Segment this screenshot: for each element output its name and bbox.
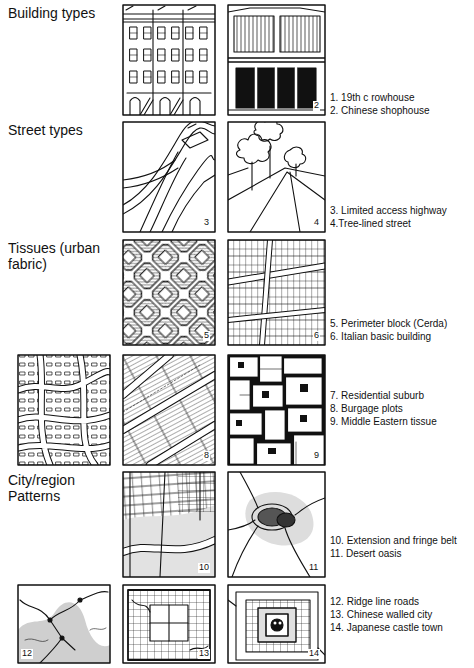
caption-text: 1. 19th c rowhouse (330, 92, 415, 104)
callout-number: 9 (313, 451, 320, 461)
callout-number: 6 (313, 331, 320, 341)
caption-text: 7. Residential suburb (330, 390, 424, 402)
callout-number: 11 (308, 563, 319, 573)
callout-number: 12 (21, 649, 33, 659)
caption-text: 9. Middle Eastern tissue (330, 416, 437, 428)
caption-text: 5. Perimeter block (Cerda) (330, 318, 447, 330)
callout-number: 14 (308, 649, 320, 659)
callout-number: 5 (203, 331, 210, 341)
caption-text: 14. Japanese castle town (330, 622, 443, 634)
section-heading: City/region Patterns (8, 472, 116, 504)
callout-number: 4 (313, 218, 320, 228)
caption-text: 11. Desert oasis (330, 548, 402, 560)
caption-text: 13. Chinese walled city (330, 609, 432, 621)
callout-number: 3 (203, 218, 210, 228)
section-heading: Building types (8, 5, 116, 21)
caption-text: 2. Chinese shophouse (330, 105, 430, 117)
section-heading: Street types (8, 122, 116, 138)
caption-text: 6. Italian basic building (330, 331, 431, 343)
callout-number: 8 (203, 451, 210, 461)
callout-number: 10 (198, 563, 210, 573)
caption-text: 4.Tree-lined street (330, 218, 411, 230)
caption-text: 12. Ridge line roads (330, 596, 419, 608)
section-heading: Tissues (urban fabric) (8, 240, 116, 272)
caption-text: 10. Extension and fringe belt (330, 535, 457, 547)
callout-number: 13 (198, 649, 210, 659)
caption-text: 3. Limited access highway (330, 205, 447, 217)
callout-number: 2 (313, 101, 320, 111)
caption-text: 8. Burgage plots (330, 403, 403, 415)
